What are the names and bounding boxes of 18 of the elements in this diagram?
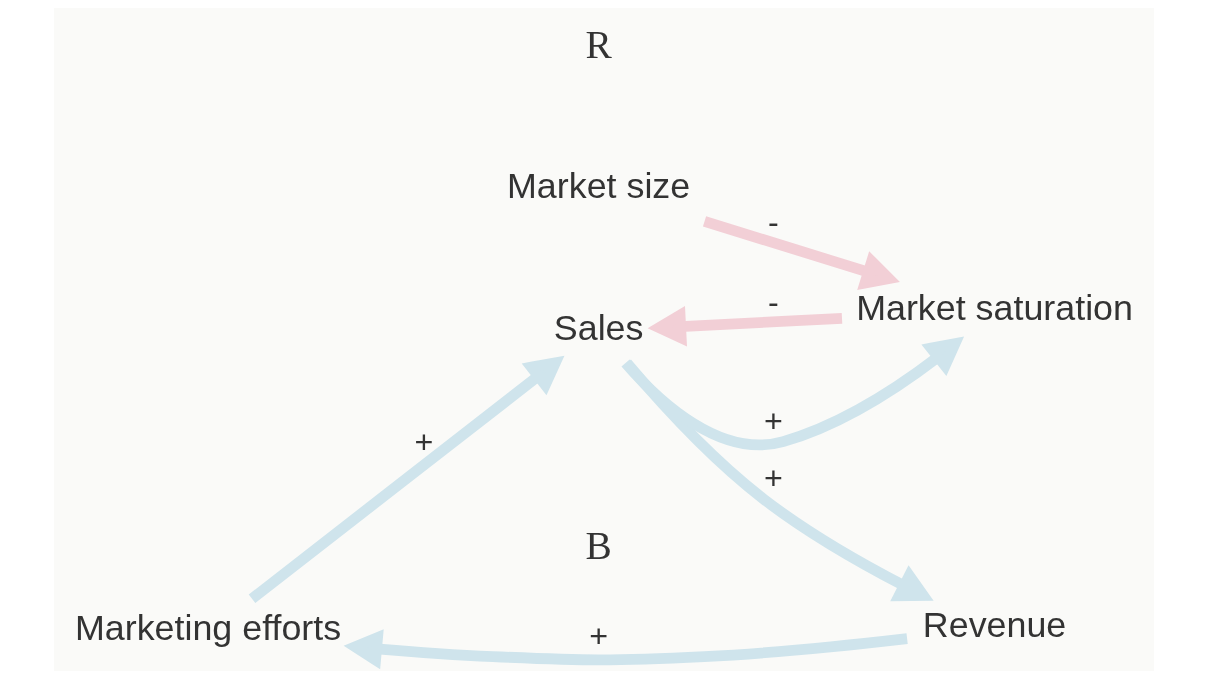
node-text: Market size <box>507 165 691 206</box>
edge-label: - <box>767 284 779 321</box>
edge-label: + <box>589 617 609 654</box>
node-text: Revenue <box>922 604 1067 645</box>
edge-label: - <box>767 203 779 240</box>
arrow <box>248 355 565 603</box>
arrow <box>343 629 908 670</box>
node-text: Marketing efforts <box>74 608 342 649</box>
arrow <box>621 336 965 450</box>
label: B <box>585 524 612 569</box>
label: R <box>585 22 612 67</box>
edge-label: + <box>414 424 434 461</box>
node-text: Market saturation <box>856 287 1133 328</box>
edge-label: + <box>763 459 783 496</box>
arrow <box>647 306 843 347</box>
arrow <box>702 216 900 290</box>
edge-label: + <box>763 402 783 439</box>
node-text: Sales <box>553 307 644 348</box>
